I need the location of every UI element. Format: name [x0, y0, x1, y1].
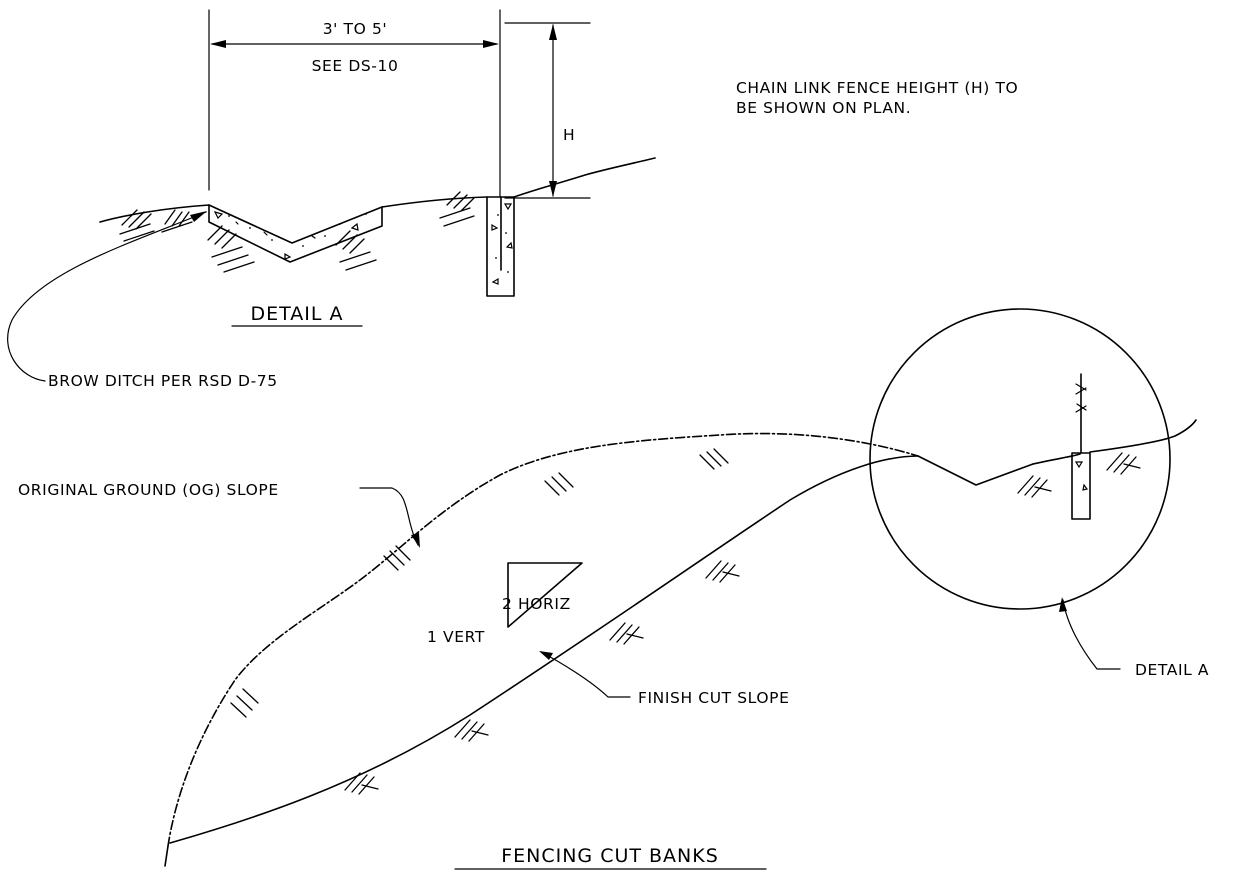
fence-post-break-marks: [1075, 383, 1087, 413]
earth-hatching-detail-a: [119, 191, 475, 273]
detail-a-ref-arrow: [1059, 597, 1067, 612]
finish-cut-leader: [540, 651, 631, 698]
brow-ditch-arrow: [190, 211, 207, 222]
slope-toe: [164, 845, 169, 867]
brow-ditch-label: BROW DITCH PER RSD D-75: [48, 372, 278, 390]
brow-ditch-leader: [7, 211, 207, 382]
ground-line-right: [513, 157, 656, 198]
slope-vertical-label: 1 VERT: [427, 628, 485, 646]
slope-triangle: [507, 562, 583, 628]
ground-right-profile: [1032, 419, 1197, 465]
detail-a-title: DETAIL A: [251, 303, 344, 325]
note-line-1: CHAIN LINK FENCE HEIGHT (H) TO: [736, 79, 1018, 97]
detail-a-section: 3' TO 5' SEE DS-10 H: [7, 9, 656, 390]
dimension-arrow-right: [483, 40, 499, 48]
ditch-bottom-surface: [208, 204, 383, 263]
ground-line-middle: [381, 196, 488, 208]
og-arrow: [411, 533, 420, 548]
height-arrow-top: [549, 24, 557, 40]
height-label: H: [563, 126, 575, 144]
og-label: ORIGINAL GROUND (OG) SLOPE: [18, 481, 279, 499]
dimension-arrow-left: [210, 40, 226, 48]
ground-line-left: [99, 204, 210, 223]
og-leader: [359, 487, 419, 546]
footing-aggregate: [491, 203, 513, 285]
slope-horizontal-label: 2 HORIZ: [502, 595, 571, 613]
note-line-2: BE SHOWN ON PLAN.: [736, 99, 911, 117]
fence-height-note: CHAIN LINK FENCE HEIGHT (H) TO BE SHOWN …: [736, 79, 1018, 117]
finish-cut-label: FINISH CUT SLOPE: [638, 689, 790, 707]
detail-a-ref-label: DETAIL A: [1135, 661, 1209, 679]
finish-cut-arrow: [539, 651, 553, 660]
dimension-width-text: 3' TO 5': [323, 20, 388, 38]
dimension-ref-text: SEE DS-10: [312, 57, 399, 75]
cut-hatching: [344, 452, 1141, 795]
og-hatching: [230, 448, 729, 718]
cut-bank-section: 2 HORIZ 1 VERT ORIGINAL GROUND (OG) SLOP…: [18, 308, 1209, 870]
main-title: FENCING CUT BANKS: [501, 845, 719, 867]
ditch-aggregate: [213, 211, 359, 260]
main-footing-aggregate: [1074, 461, 1089, 491]
detail-a-ref-leader: [1062, 599, 1121, 670]
detail-a-circle: [869, 308, 1171, 610]
ditch-profile: [917, 455, 1034, 486]
ditch-top-surface: [208, 204, 383, 244]
original-ground-slope: [167, 432, 919, 847]
finish-cut-slope: [169, 455, 919, 844]
